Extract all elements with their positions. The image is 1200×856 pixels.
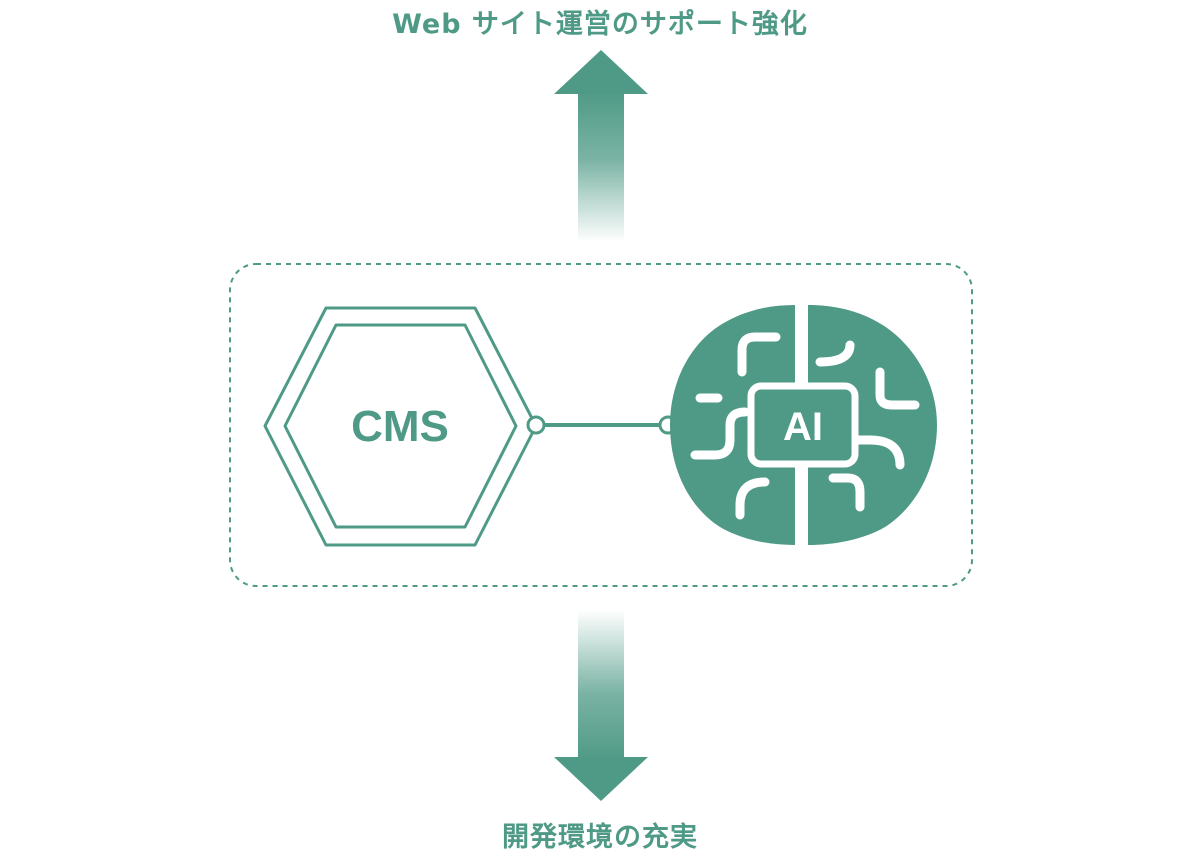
bottom-label: 開発環境の充実 [502,822,698,853]
cms-label: CMS [351,402,449,451]
top-label: Web サイト運営のサポート強化 [392,9,808,40]
brain-chip-icon [670,305,937,545]
connector-line [526,415,678,435]
ai-label: AI [783,405,823,449]
arrow-down-icon [554,610,648,801]
dashed-frame [229,263,973,587]
arrow-up-icon [554,50,648,242]
